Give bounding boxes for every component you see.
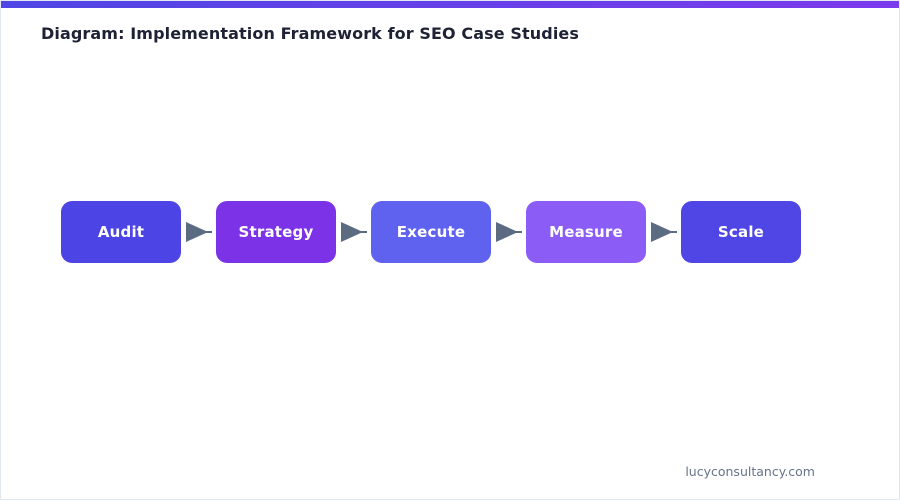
page-title: Diagram: Implementation Framework for SE…: [41, 24, 579, 43]
flow-connector-1: [181, 201, 216, 263]
flow-node-scale[interactable]: Scale: [681, 201, 801, 263]
flow-node-strategy[interactable]: Strategy: [216, 201, 336, 263]
flow-node-label: Execute: [396, 223, 466, 241]
triangle-right-arrow-icon: [340, 222, 367, 242]
triangle-right-arrow-icon: [185, 222, 212, 242]
flow-node-audit[interactable]: Audit: [61, 201, 181, 263]
flow-connector-3: [491, 201, 526, 263]
top-accent-bar: [1, 1, 899, 8]
flow-node-measure[interactable]: Measure: [526, 201, 646, 263]
triangle-right-arrow-icon: [495, 222, 522, 242]
flow-connector-2: [336, 201, 371, 263]
flow-node-execute[interactable]: Execute: [371, 201, 491, 263]
watermark: lucyconsultancy.com: [685, 464, 815, 479]
flow-diagram: Audit Strategy Execute: [61, 201, 801, 263]
flow-node-label: Scale: [717, 223, 765, 241]
flow-node-label: Strategy: [238, 223, 314, 241]
flow-node-label: Audit: [97, 223, 145, 241]
flow-node-label: Measure: [549, 223, 623, 241]
flow-connector-4: [646, 201, 681, 263]
triangle-right-arrow-icon: [650, 222, 677, 242]
